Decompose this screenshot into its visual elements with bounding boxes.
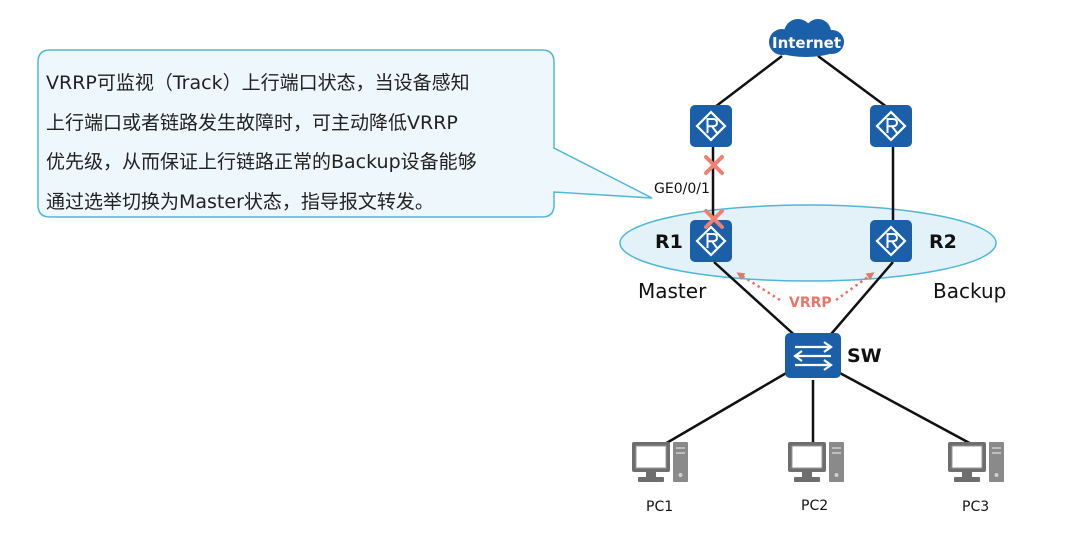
- callout-line: 优先级，从而保证上行链路正常的Backup设备能够: [46, 151, 477, 173]
- r1-label: R1: [655, 231, 683, 253]
- link-internet-r1top: [710, 55, 783, 111]
- backup-label: Backup: [933, 279, 1007, 303]
- link-sw-pc3: [837, 370, 976, 448]
- callout-text: VRRP可监视（Track）上行端口状态，当设备感知 上行端口或者链路发生故障时…: [46, 64, 556, 222]
- pc-icon: [631, 441, 689, 483]
- router-icon: [868, 103, 914, 149]
- interface-label: GE0/0/1: [654, 181, 710, 197]
- sw-label: SW: [847, 345, 882, 367]
- internet-label: Internet: [772, 34, 842, 52]
- router-icon: [688, 218, 734, 264]
- link-sw-pc1: [657, 370, 789, 450]
- link-internet-r2top: [817, 54, 892, 112]
- cloud-icon: [769, 19, 844, 57]
- pc1-label: PC1: [646, 499, 674, 515]
- callout-line: 上行端口或者链路发生故障时，可主动降低VRRP: [46, 111, 458, 134]
- switch-icon: [785, 333, 841, 378]
- vrrp-label: VRRP: [789, 295, 832, 311]
- link-r2-sw: [825, 261, 894, 341]
- callout-line: VRRP可监视（Track）上行端口状态，当设备感知: [46, 72, 470, 94]
- callout-bubble: [37, 49, 653, 218]
- pc-icon: [787, 441, 845, 483]
- r2-label: R2: [929, 231, 957, 253]
- router-icon: [868, 218, 914, 264]
- pc-icon: [947, 441, 1005, 483]
- fault-x-icon: [704, 155, 724, 175]
- pc2-label: PC2: [801, 498, 829, 514]
- fault-x-icon: [704, 209, 724, 229]
- pc3-label: PC3: [962, 499, 990, 515]
- master-label: Master: [638, 279, 707, 303]
- vrrp-arrow-to-r1: [736, 272, 781, 302]
- callout-line: 通过选举切换为Master状态，指导报文转发。: [46, 190, 434, 213]
- vrrp-arrow-to-r2: [835, 272, 875, 302]
- link-r1-sw: [713, 261, 801, 341]
- router-icon: [688, 103, 734, 149]
